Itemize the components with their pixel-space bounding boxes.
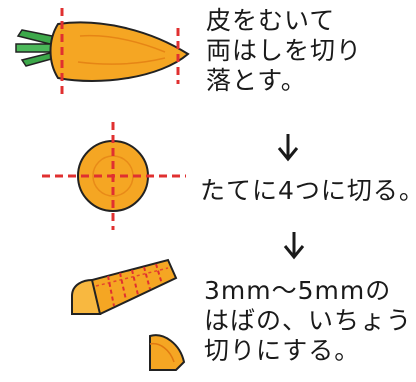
step-1-line-3: 落とす。 [206, 66, 307, 95]
quartered-carrot-icon [71, 258, 178, 315]
step-2-line-1: たてに4つに切る。 [200, 176, 416, 205]
step-3-line-2: はばの、いちょう [204, 306, 413, 335]
ginkgo-slice-icon [149, 334, 186, 371]
step-3-line-3: 切りにする。 [204, 336, 361, 365]
step-1-line-2: 両はしを切り [206, 36, 363, 65]
down-arrow-icon [277, 134, 299, 162]
carrot-cross-section-icon [42, 122, 186, 230]
step-1-text: 皮をむいて 両はしを切り 落とす。 [206, 6, 362, 96]
step-1-line-1: 皮をむいて [206, 6, 336, 35]
step-2-text: たてに4つに切る。 [200, 176, 416, 206]
step-3-text: 3mm〜5mmの はばの、いちょう 切りにする。 [204, 276, 412, 366]
down-arrow-icon [283, 232, 305, 260]
whole-carrot-icon [15, 8, 190, 94]
step-3-line-1: 3mm〜5mmの [204, 276, 392, 305]
